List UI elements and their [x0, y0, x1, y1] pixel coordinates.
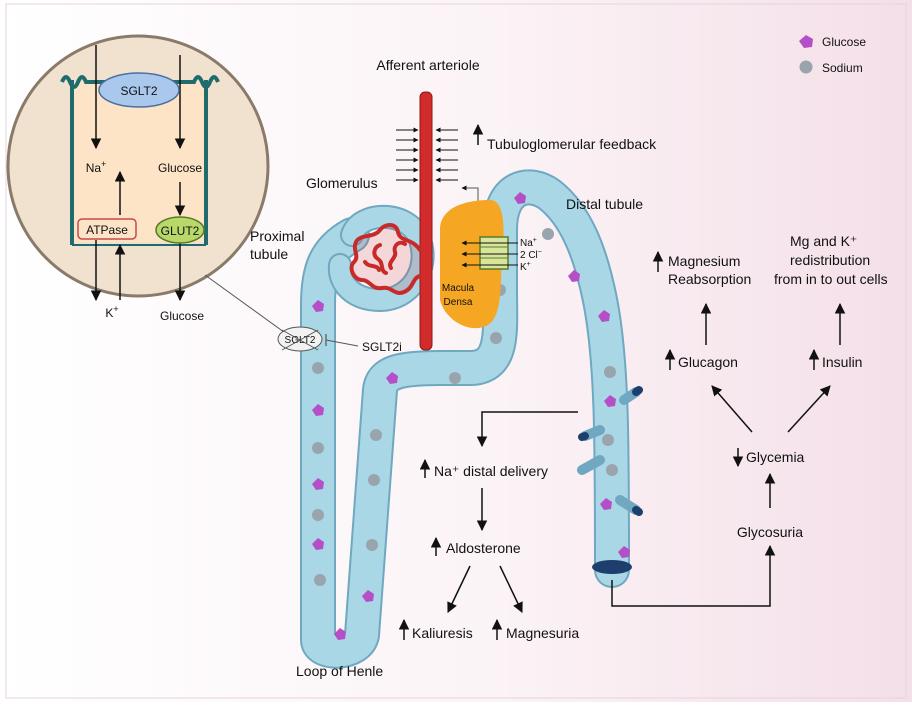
sodium-particle: [368, 474, 380, 486]
sodium-particle: [312, 509, 324, 521]
macula-densa-label-1: Macula: [442, 283, 475, 294]
duct-opening: [592, 560, 632, 574]
sodium-particle: [604, 366, 616, 378]
legend-sodium-label: Sodium: [822, 61, 863, 75]
insulin-label: Insulin: [822, 354, 862, 370]
loop-of-henle-label: Loop of Henle: [296, 663, 383, 679]
na-delivery-label: Na⁺ distal delivery: [434, 463, 548, 479]
sodium-particle: [312, 362, 324, 374]
sodium-particle: [366, 539, 378, 551]
mg-reabsorption-label-1: Magnesium: [668, 253, 740, 269]
sodium-particle: [606, 464, 618, 476]
inset-glucose-label: Glucose: [158, 161, 202, 175]
magnesuria-label: Magnesuria: [506, 625, 579, 641]
sodium-particle: [449, 372, 461, 384]
sglt2-label: SGLT2: [120, 84, 157, 98]
glomerulus-label: Glomerulus: [306, 175, 378, 191]
proximal-tubule-label-2: tubule: [250, 246, 288, 262]
legend-glucose-label: Glucose: [822, 35, 866, 49]
inset-glucose-bottom-label: Glucose: [160, 309, 204, 323]
legend-sodium-icon: [800, 61, 813, 74]
kaliuresis-label: Kaliuresis: [412, 625, 473, 641]
tgf-label: Tubuloglomerular feedback: [487, 136, 657, 152]
sodium-particle: [370, 429, 382, 441]
sodium-particle: [490, 332, 502, 344]
sodium-particle: [542, 228, 554, 240]
glycosuria-label: Glycosuria: [737, 524, 803, 540]
afferent-arteriole: [420, 92, 432, 350]
glucagon-label: Glucagon: [678, 354, 738, 370]
sodium-particle: [602, 434, 614, 446]
distal-tubule-label: Distal tubule: [566, 196, 643, 212]
mg-k-label-2: redistribution: [790, 252, 870, 268]
nkcc2-channel: [480, 237, 508, 269]
glycemia-label: Glycemia: [746, 449, 805, 465]
aldosterone-label: Aldosterone: [446, 540, 521, 556]
afferent-arteriole-label: Afferent arteriole: [376, 57, 479, 73]
proximal-tubule-label-1: Proximal: [250, 228, 304, 244]
mg-k-label-1: Mg and K⁺: [790, 233, 857, 249]
mg-k-label-3: from in to out cells: [774, 271, 888, 287]
sodium-particle: [312, 442, 324, 454]
mg-reabsorption-label-2: Reabsorption: [668, 271, 751, 287]
sglt2i-label: SGLT2i: [362, 340, 402, 354]
sodium-particle: [314, 574, 326, 586]
atpase-label: ATPase: [86, 223, 128, 237]
macula-densa-label-2: Densa: [444, 297, 473, 308]
glut2-label: GLUT2: [161, 224, 200, 238]
